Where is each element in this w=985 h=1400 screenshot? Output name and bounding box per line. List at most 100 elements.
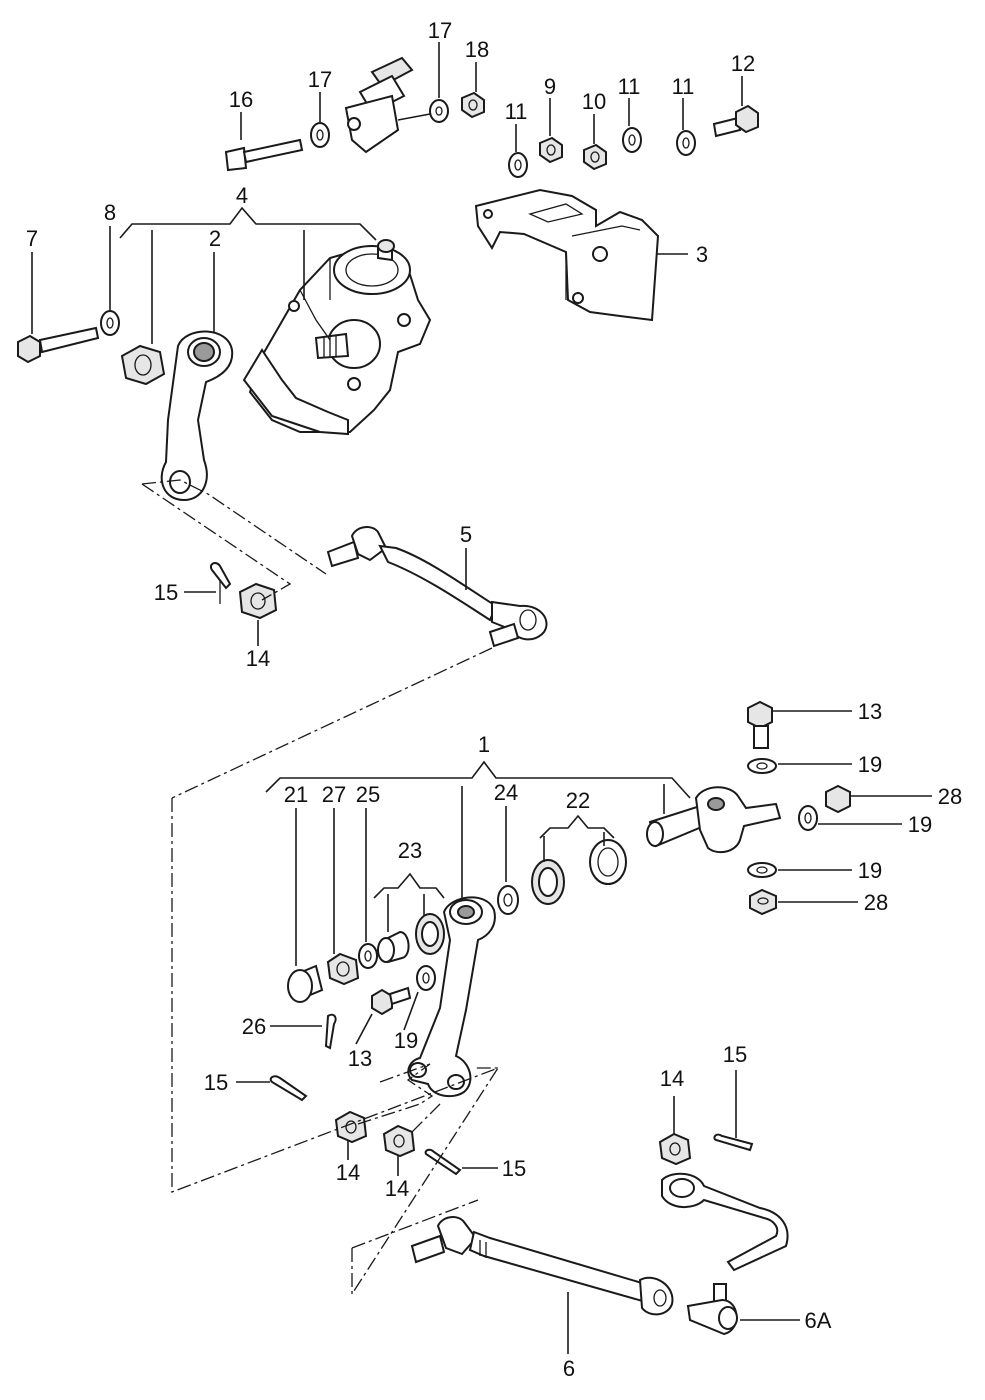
callout-15-left: 15 — [204, 1070, 228, 1095]
tie-rod-5-part — [326, 526, 548, 648]
callout-16: 16 — [229, 87, 253, 112]
callout-13-top: 13 — [858, 699, 882, 724]
washer-19-b-part — [798, 805, 818, 831]
callout-15-mid: 15 — [502, 1156, 526, 1181]
bearing-22-part — [531, 859, 565, 905]
bushing-23-part — [377, 930, 410, 964]
callout-14-a: 14 — [336, 1160, 360, 1185]
bolt-13-top-part — [747, 700, 773, 749]
callout-24: 24 — [494, 780, 518, 805]
callout-19-d: 19 — [394, 1028, 418, 1053]
washer-19-c-part — [747, 862, 777, 878]
callout-15-upper: 15 — [154, 580, 178, 605]
washer-19-a-part — [747, 758, 777, 774]
callout-18: 18 — [465, 37, 489, 62]
washer-17-right-part — [429, 99, 449, 123]
callout-19-b: 19 — [908, 812, 932, 837]
callout-17-right: 17 — [428, 18, 452, 43]
callout-14-upper: 14 — [246, 646, 270, 671]
callout-4: 4 — [236, 183, 248, 208]
callout-2: 2 — [209, 226, 221, 251]
cotter-pin-15-left-part — [269, 1075, 308, 1102]
bolt-13-lower-part — [371, 986, 412, 1016]
ball-joint-6A-part — [686, 1283, 738, 1336]
washer-11-b-part — [622, 127, 642, 153]
bracket-3-part — [474, 188, 660, 322]
cotter-pin-26-part — [324, 1013, 337, 1050]
callout-6: 6 — [563, 1356, 575, 1381]
bolt-7-part — [17, 326, 100, 364]
callout-14-b: 14 — [385, 1176, 409, 1201]
callout-17-left: 17 — [308, 67, 332, 92]
seal-22-part — [589, 839, 627, 885]
castle-nut-14-a-part — [334, 1110, 368, 1144]
callout-8: 8 — [104, 200, 116, 225]
callout-25: 25 — [356, 782, 380, 807]
nut-18-part — [461, 91, 485, 119]
drag-link-part — [661, 1172, 789, 1272]
washer-11-a-part — [508, 152, 528, 178]
knuckle-arm-part — [646, 786, 782, 854]
washer-11-c-part — [676, 130, 696, 156]
connector-arm-to-castle-nut — [141, 483, 292, 601]
connector-upper-arm-to-rod — [141, 479, 327, 575]
callout-19-c: 19 — [858, 858, 882, 883]
washer-17-left-part — [310, 122, 330, 148]
callout-11-b: 11 — [618, 74, 641, 99]
connector-rod-to-idler — [351, 1199, 479, 1249]
callout-9: 9 — [544, 74, 556, 99]
nut-28-b-part — [749, 888, 777, 916]
castle-nut-14-upper-part — [238, 582, 278, 620]
callout-5: 5 — [460, 522, 472, 547]
connector-lower-frame — [171, 798, 499, 1193]
cap-21-part — [287, 964, 324, 1003]
nut-9-part — [539, 136, 563, 164]
callout-labels: 16 17 17 18 11 9 10 11 11 12 4 8 7 2 3 5… — [26, 18, 962, 1381]
nut-10-part — [583, 143, 607, 171]
callout-19-a: 19 — [858, 752, 882, 777]
cotter-pin-15-right-part — [713, 1133, 754, 1152]
callout-13-lower: 13 — [348, 1046, 372, 1071]
callout-23: 23 — [398, 838, 422, 863]
washer-8-part — [100, 310, 120, 336]
castle-nut-14-right-part — [658, 1132, 692, 1166]
bolt-16-part — [224, 138, 304, 172]
connector-idler-to-nut-b — [409, 1103, 441, 1135]
tie-rod-6-part — [410, 1216, 674, 1316]
callout-1: 1 — [478, 732, 490, 757]
nut-28-a-part — [825, 784, 851, 814]
callout-27: 27 — [322, 782, 346, 807]
bearing-23-part — [415, 913, 445, 955]
callout-11-c: 11 — [672, 74, 695, 99]
callout-28-a: 28 — [938, 784, 962, 809]
callout-22: 22 — [566, 788, 590, 813]
callout-12: 12 — [731, 51, 755, 76]
callout-11-a: 11 — [505, 99, 528, 124]
bolt-12-part — [712, 104, 759, 138]
washer-24-part — [497, 885, 519, 915]
callout-6A: 6A — [805, 1308, 832, 1333]
castle-nut-14-b-part — [382, 1124, 416, 1158]
callout-7: 7 — [26, 226, 38, 251]
callout-3: 3 — [696, 242, 708, 267]
connector-rod-to-lower-frame — [171, 647, 493, 799]
callout-26: 26 — [242, 1014, 266, 1039]
pitman-arm-2-part — [160, 330, 234, 502]
steering-gearbox-part — [242, 239, 432, 436]
universal-joint-part — [344, 56, 431, 154]
pitman-nut-part — [120, 344, 166, 386]
callout-28-b: 28 — [864, 890, 888, 915]
callout-14-right: 14 — [660, 1066, 684, 1091]
callout-21: 21 — [284, 782, 308, 807]
washer-19-d-part — [416, 965, 436, 991]
leader-lines — [31, 42, 932, 1354]
washer-25-part — [358, 943, 378, 969]
callout-10: 10 — [582, 89, 606, 114]
castle-nut-27-part — [326, 952, 360, 986]
connector-idler-to-nuts — [357, 1063, 434, 1125]
callout-15-right: 15 — [723, 1042, 747, 1067]
cotter-pin-15-upper-part — [210, 562, 232, 604]
cotter-pin-15-mid-part — [424, 1148, 462, 1176]
connector-lower-rod-bracket — [351, 1067, 499, 1297]
